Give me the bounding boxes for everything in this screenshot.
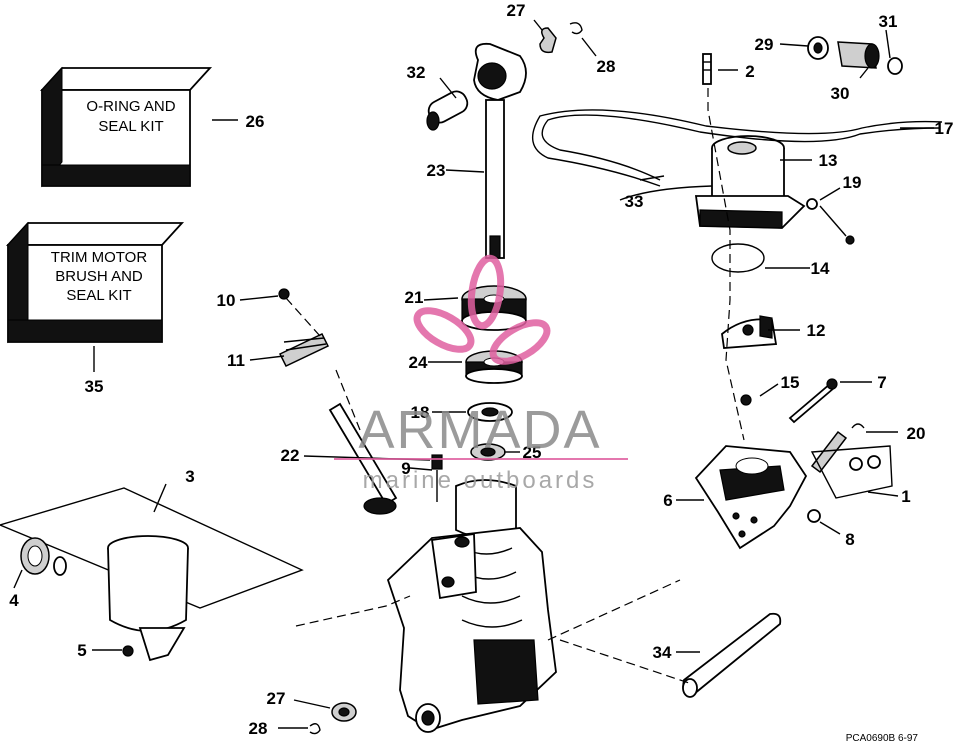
callout-27-bottom: 27 xyxy=(267,689,286,708)
kit-26-line-1: O-RING AND xyxy=(86,98,175,115)
callout-30: 30 xyxy=(831,84,850,103)
pivot-pin-and-bushings xyxy=(309,612,782,735)
watermark-brand: ARMADA xyxy=(358,400,601,460)
kit-35-line-3: SEAL KIT xyxy=(66,287,131,304)
callout-26: 26 xyxy=(246,112,265,131)
callout-2: 2 xyxy=(745,62,754,81)
callout-10: 10 xyxy=(217,291,236,310)
callout-34: 34 xyxy=(653,643,672,662)
callout-24: 24 xyxy=(409,353,428,372)
hydraulic-pump xyxy=(539,22,893,550)
callout-28-top: 28 xyxy=(597,57,616,76)
piston-rod xyxy=(426,42,527,259)
watermark-tagline: marine outboards xyxy=(363,467,598,494)
callout-21: 21 xyxy=(405,288,424,307)
callout-5: 5 xyxy=(77,641,86,660)
callout-22: 22 xyxy=(281,446,300,465)
callout-7: 7 xyxy=(877,373,886,392)
callout-3: 3 xyxy=(185,467,194,486)
callout-33: 33 xyxy=(625,192,644,211)
callout-13: 13 xyxy=(819,151,838,170)
callout-8: 8 xyxy=(845,530,854,549)
callout-15: 15 xyxy=(781,373,800,392)
callout-27-top: 27 xyxy=(507,1,526,20)
pump-fittings xyxy=(702,36,903,349)
reservoir-plate xyxy=(0,487,304,662)
trim-motor xyxy=(531,109,943,273)
armada-watermark: ARMADA marine outboards xyxy=(334,254,628,494)
watermark-logo-mark xyxy=(413,254,551,365)
callout-9: 9 xyxy=(401,459,410,478)
kit-35-line-2: BRUSH AND xyxy=(55,268,143,285)
callout-4: 4 xyxy=(9,591,19,610)
callout-29: 29 xyxy=(755,35,774,54)
manual-release-parts xyxy=(278,288,443,515)
callout-35: 35 xyxy=(85,377,104,396)
cylinder-housing xyxy=(386,479,557,733)
callout-11: 11 xyxy=(227,351,245,370)
assembly-lines xyxy=(285,88,745,685)
callouts: 26 35 2 29 31 30 17 13 19 14 12 15 7 20 … xyxy=(9,1,953,738)
trim-motor-brush-seal-kit-box: TRIM MOTOR BRUSH AND SEAL KIT xyxy=(5,221,185,344)
figure-code: PCA0690B 6-97 xyxy=(846,733,919,744)
oring-seal-kit-box: O-RING AND SEAL KIT xyxy=(39,66,213,188)
callout-32: 32 xyxy=(407,63,426,82)
callout-17: 17 xyxy=(935,119,954,138)
callout-6: 6 xyxy=(663,491,672,510)
callout-12: 12 xyxy=(807,321,826,340)
callout-28-bottom: 28 xyxy=(249,719,268,738)
kit-35-line-1: TRIM MOTOR xyxy=(51,249,148,266)
kit-26-line-2: SEAL KIT xyxy=(98,118,163,135)
callout-18: 18 xyxy=(411,403,430,422)
callout-25: 25 xyxy=(523,443,542,462)
callout-14: 14 xyxy=(811,259,830,278)
callout-19: 19 xyxy=(843,173,862,192)
callout-23: 23 xyxy=(427,161,446,180)
callout-1: 1 xyxy=(901,487,910,506)
callout-31: 31 xyxy=(879,12,898,31)
callout-20: 20 xyxy=(907,424,926,443)
